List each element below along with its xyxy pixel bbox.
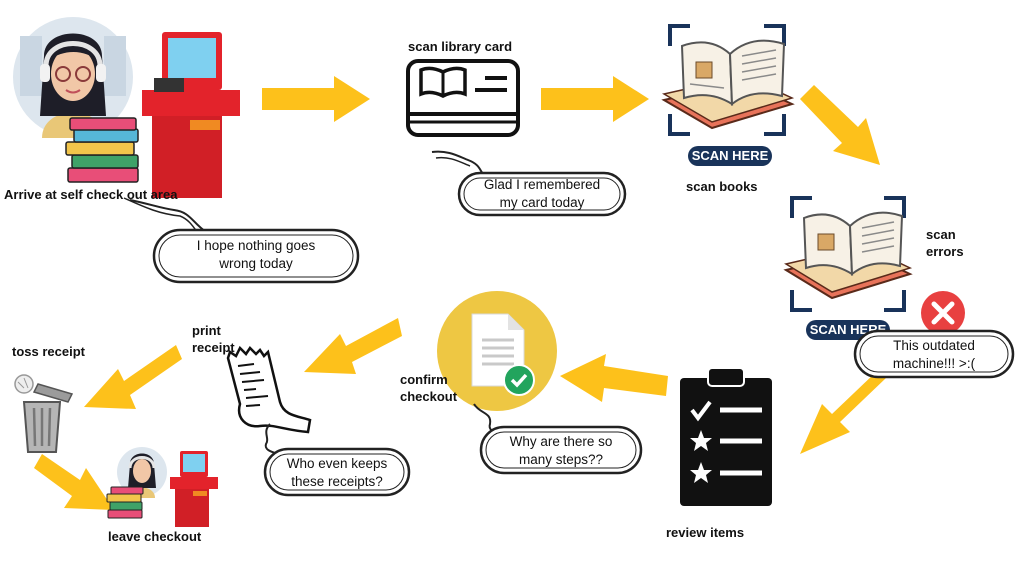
arrow-2 bbox=[541, 76, 649, 122]
clipboard-icon bbox=[680, 367, 772, 506]
arrow-6 bbox=[304, 318, 402, 374]
step-review-label: review items bbox=[666, 525, 745, 540]
library-card-icon bbox=[406, 59, 520, 137]
arrow-7 bbox=[84, 345, 182, 409]
arrow-5 bbox=[560, 354, 668, 402]
error-icon bbox=[921, 291, 965, 335]
thought-bubble-1 bbox=[152, 228, 360, 284]
open-book-icon-2 bbox=[783, 211, 913, 300]
scan-here-sign-1: SCAN HERE bbox=[688, 146, 772, 166]
thought-bubble-5 bbox=[263, 447, 411, 497]
thought-bubble-2 bbox=[457, 171, 627, 217]
thought-tail-5 bbox=[264, 423, 279, 455]
arrow-8 bbox=[34, 454, 114, 510]
scan-frame-2 bbox=[790, 196, 906, 312]
book-stack-small bbox=[106, 486, 144, 519]
step-scan-books-label: scan books bbox=[686, 179, 758, 194]
thought-bubble-3 bbox=[853, 329, 1015, 379]
step-scan-card-label: scan library card bbox=[408, 39, 513, 54]
check-icon bbox=[503, 364, 535, 396]
arrow-1 bbox=[262, 76, 370, 122]
open-book-icon bbox=[661, 39, 795, 130]
step-toss-label: toss receipt bbox=[12, 344, 85, 359]
receipt-icon bbox=[226, 345, 312, 434]
arrow-3 bbox=[800, 85, 880, 165]
scan-frame-1 bbox=[668, 24, 786, 136]
step-leave-label: leave checkout bbox=[108, 529, 202, 544]
step-arrive-label: Arrive at self check out area bbox=[4, 187, 178, 202]
arrow-4 bbox=[800, 372, 886, 454]
book-stack bbox=[65, 117, 139, 183]
kiosk-icon bbox=[142, 32, 240, 198]
trash-can-icon bbox=[14, 374, 74, 453]
thought-bubble-4 bbox=[479, 425, 643, 475]
kiosk-icon-small bbox=[170, 451, 218, 527]
